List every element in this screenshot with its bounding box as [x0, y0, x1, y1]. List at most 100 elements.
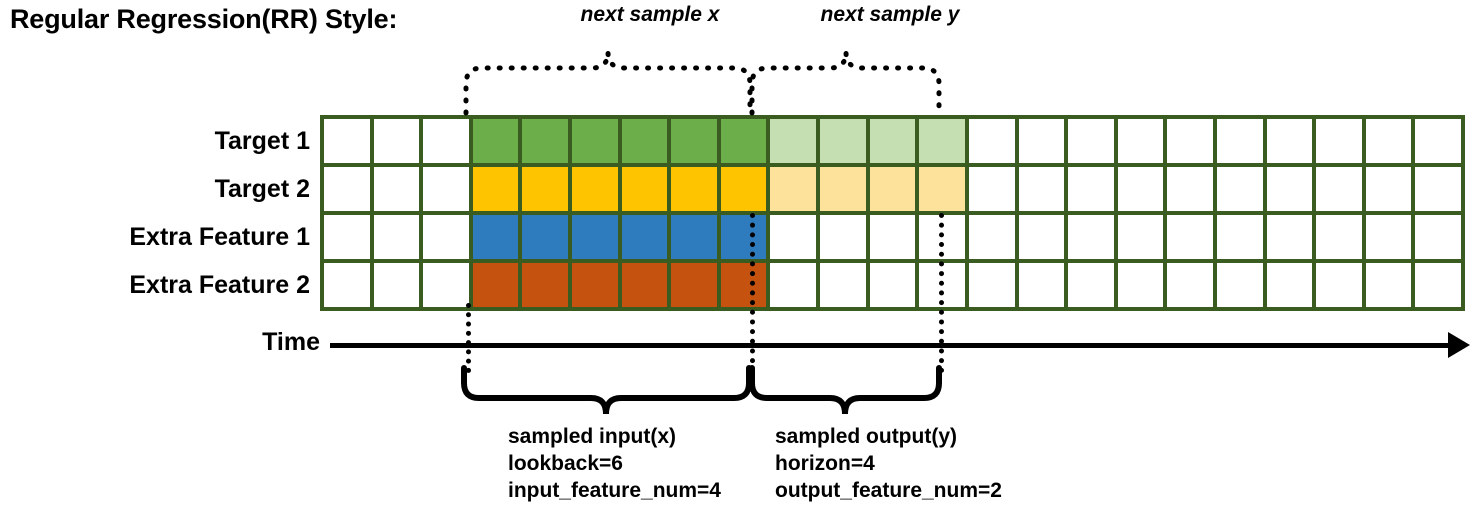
grid-cell-r2-c5 — [522, 167, 569, 211]
grid-cell-r1-c1 — [324, 119, 370, 163]
grid-cell-r3-c21 — [1316, 215, 1362, 259]
grid-cell-r4-c15 — [1018, 263, 1065, 307]
time-axis-label: Time — [262, 328, 320, 356]
grid-cell-r2-c9 — [720, 167, 767, 211]
grid-cell-r2-c18 — [1167, 167, 1213, 211]
grid-cell-r1-c16 — [1068, 119, 1114, 163]
grid-cell-r3-c14 — [968, 215, 1015, 259]
sampled-output-line-1: sampled output(y) — [775, 425, 957, 448]
grid-cell-r3-c9 — [720, 215, 767, 259]
timeline-grid — [320, 115, 1465, 311]
sampled-output-line-3: output_feature_num=2 — [775, 479, 1002, 502]
grid-cell-r2-c20 — [1266, 167, 1313, 211]
grid-cell-r2-c23 — [1415, 167, 1461, 211]
grid-cell-r3-c1 — [324, 215, 370, 259]
grid-cell-r4-c23 — [1415, 263, 1461, 307]
grid-cell-r2-c2 — [373, 167, 420, 211]
dotted-brace-next-sample-x — [463, 51, 753, 116]
brace-sampled-input — [461, 365, 752, 415]
grid-cell-r4-c7 — [621, 263, 668, 307]
grid-cell-r1-c22 — [1365, 119, 1412, 163]
grid-cell-r4-c18 — [1167, 263, 1213, 307]
grid-cell-r1-c13 — [919, 119, 965, 163]
brace-sampled-output — [749, 365, 942, 415]
row-label-column: Target 1 Target 2 Extra Feature 1 Extra … — [20, 117, 310, 310]
grid-cell-r2-c6 — [572, 167, 618, 211]
grid-cell-r1-c18 — [1167, 119, 1213, 163]
grid-cell-r1-c8 — [671, 119, 717, 163]
grid-cell-r2-c14 — [968, 167, 1015, 211]
grid-cell-r1-c23 — [1415, 119, 1461, 163]
guide-line-output-end — [939, 213, 944, 373]
grid-cell-r1-c9 — [720, 119, 767, 163]
grid-cell-r3-c11 — [820, 215, 866, 259]
row-label-extra-feature-2: Extra Feature 2 — [129, 271, 310, 299]
grid-cell-r4-c19 — [1216, 263, 1263, 307]
grid-cell-r1-c7 — [621, 119, 668, 163]
grid-cell-r4-c21 — [1316, 263, 1362, 307]
grid-cell-r3-c23 — [1415, 215, 1461, 259]
time-axis-arrow-icon — [1448, 332, 1470, 358]
sampled-input-line-3: input_feature_num=4 — [508, 479, 721, 502]
grid-cell-r4-c12 — [869, 263, 916, 307]
grid-cell-r3-c12 — [869, 215, 916, 259]
grid-cell-r2-c12 — [869, 167, 916, 211]
grid-cell-r4-c5 — [522, 263, 569, 307]
dotted-brace-next-sample-y — [749, 51, 942, 116]
grid-cell-r3-c4 — [472, 215, 519, 259]
grid-cell-r2-c15 — [1018, 167, 1065, 211]
grid-cell-r4-c17 — [1117, 263, 1164, 307]
grid-cell-r2-c19 — [1216, 167, 1263, 211]
grid-cell-r4-c9 — [720, 263, 767, 307]
sampled-input-line-2: lookback=6 — [508, 452, 623, 475]
grid-cell-r1-c3 — [423, 119, 469, 163]
page-title: Regular Regression(RR) Style: — [10, 4, 398, 34]
guide-line-input-start — [466, 303, 471, 373]
annotation-sampled-output: sampled output(y) horizon=4 output_featu… — [775, 423, 1002, 504]
grid-cell-r2-c8 — [671, 167, 717, 211]
grid-cell-r4-c16 — [1068, 263, 1114, 307]
grid-cell-r4-c2 — [373, 263, 420, 307]
row-label-target-1: Target 1 — [214, 127, 310, 155]
grid-cell-r3-c8 — [671, 215, 717, 259]
sampled-output-line-2: horizon=4 — [775, 452, 875, 475]
grid-cell-r1-c20 — [1266, 119, 1313, 163]
grid-cell-r1-c2 — [373, 119, 420, 163]
sampled-input-line-1: sampled input(x) — [508, 425, 677, 448]
grid-cell-r2-c16 — [1068, 167, 1114, 211]
grid-cell-r1-c5 — [522, 119, 569, 163]
grid-cell-r4-c6 — [572, 263, 618, 307]
label-next-sample-x: next sample x — [580, 3, 720, 26]
grid-cell-r2-c22 — [1365, 167, 1412, 211]
grid-cell-r3-c22 — [1365, 215, 1412, 259]
grid-cell-r2-c3 — [423, 167, 469, 211]
grid-cell-r2-c4 — [472, 167, 519, 211]
row-label-extra-feature-1: Extra Feature 1 — [129, 223, 310, 251]
grid-cell-r3-c18 — [1167, 215, 1213, 259]
grid-cell-r1-c19 — [1216, 119, 1263, 163]
grid-cell-r4-c10 — [770, 263, 817, 307]
grid-cell-r3-c2 — [373, 215, 420, 259]
grid-cell-r2-c1 — [324, 167, 370, 211]
time-axis-line — [330, 343, 1460, 348]
grid-cell-r1-c4 — [472, 119, 519, 163]
annotation-sampled-input: sampled input(x) lookback=6 input_featur… — [508, 423, 721, 504]
grid-cell-r4-c3 — [423, 263, 469, 307]
grid-cell-r1-c14 — [968, 119, 1015, 163]
grid-cell-r3-c20 — [1266, 215, 1313, 259]
grid-cell-r2-c11 — [820, 167, 866, 211]
grid-cell-r4-c22 — [1365, 263, 1412, 307]
grid-cell-r2-c13 — [919, 167, 965, 211]
grid-cell-r2-c7 — [621, 167, 668, 211]
grid-cell-r1-c6 — [572, 119, 618, 163]
grid-cell-r3-c7 — [621, 215, 668, 259]
grid-cell-r1-c15 — [1018, 119, 1065, 163]
grid-cell-r3-c3 — [423, 215, 469, 259]
grid-cell-r4-c8 — [671, 263, 717, 307]
grid-cell-r3-c19 — [1216, 215, 1263, 259]
grid-cell-r1-c17 — [1117, 119, 1164, 163]
grid-cell-r3-c17 — [1117, 215, 1164, 259]
grid-cell-r4-c20 — [1266, 263, 1313, 307]
grid-cell-r1-c11 — [820, 119, 866, 163]
row-label-target-2: Target 2 — [214, 175, 310, 203]
